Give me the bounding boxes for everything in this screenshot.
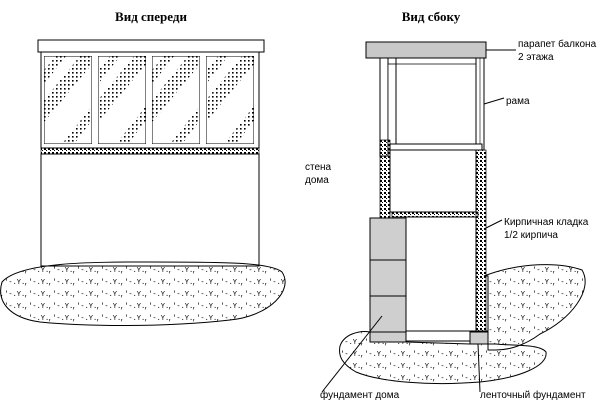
label-brick-line2: 1/2 кирпича	[504, 230, 558, 241]
side-brick-right	[475, 149, 487, 341]
side-lower-box	[405, 216, 477, 332]
side-mid-slab	[389, 143, 483, 151]
label-strip-foundation: ленточный фундамент	[480, 389, 586, 401]
front-parapet	[37, 39, 265, 53]
side-floor-slab	[391, 211, 479, 218]
front-view-title: Вид спереди	[115, 9, 187, 24]
side-brick-left	[379, 139, 391, 219]
label-house-wall-line1: стена	[305, 162, 332, 173]
label-parapet-line2: 2 этажа	[518, 52, 554, 63]
side-upper-box	[395, 57, 477, 151]
side-strip-foundation	[469, 331, 489, 345]
label-house-foundation: фундамент дома	[320, 389, 400, 401]
front-glass-panels	[44, 56, 254, 144]
label-brick-line1: Кирпичная кладка	[504, 217, 589, 228]
side-middle-box	[389, 149, 477, 213]
side-parapet-slab	[365, 41, 487, 59]
front-ground	[0, 261, 286, 326]
side-house-foundation	[369, 217, 407, 343]
side-ground-right	[483, 264, 586, 351]
front-lower-wall	[40, 153, 260, 267]
label-house-wall-line2: дома	[305, 175, 329, 186]
front-brick-band	[40, 147, 260, 155]
label-frame: рама	[506, 96, 530, 107]
label-parapet-line1: парапет балкона	[518, 38, 597, 50]
side-view-title: Вид сбоку	[402, 9, 461, 24]
